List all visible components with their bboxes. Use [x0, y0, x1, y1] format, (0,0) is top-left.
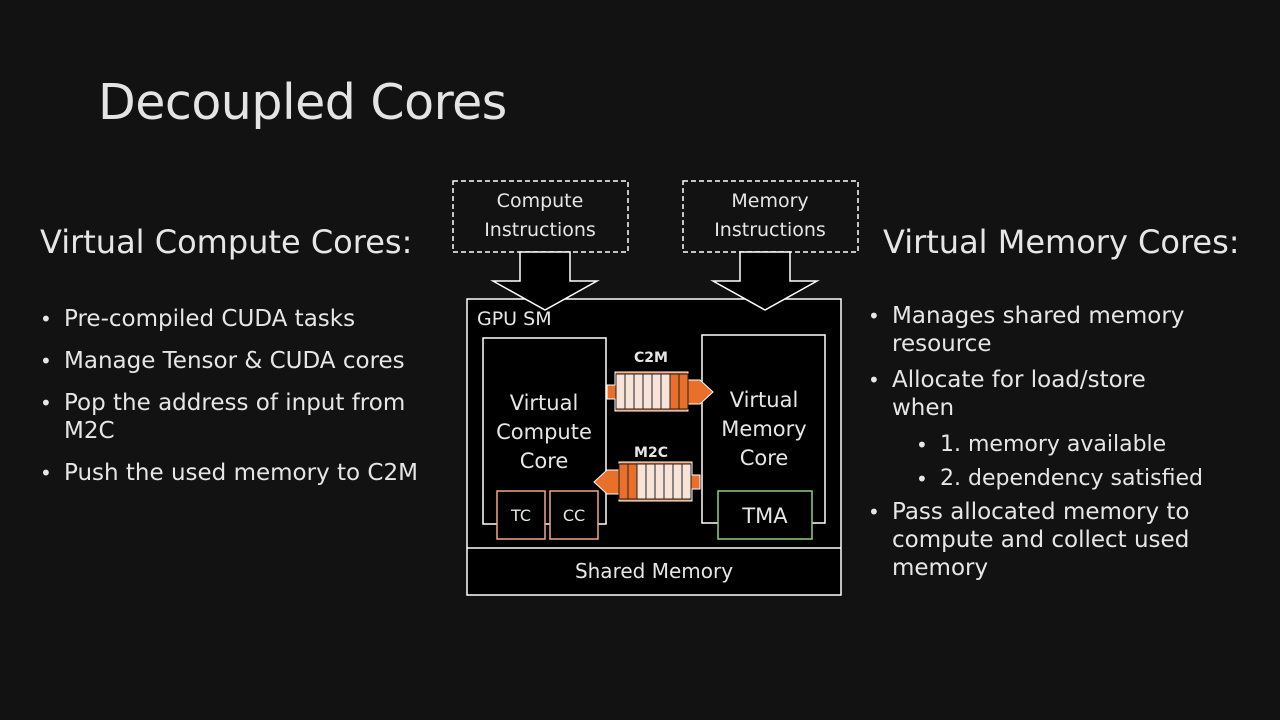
c2m-queue-slot: [678, 373, 689, 410]
compute-instructions-line2: Instructions: [484, 219, 596, 241]
slide-title: Decoupled Cores: [98, 74, 507, 131]
virtual-compute-core-line2: Compute: [496, 420, 592, 444]
tensor-core-box: [496, 490, 546, 540]
m2c-queue-slot: [636, 463, 647, 500]
memory-instructions-line2: Instructions: [714, 219, 826, 241]
compute-cores-heading: Virtual Compute Cores:: [40, 223, 413, 261]
m2c-queue-slot: [654, 463, 665, 500]
cuda-core-box: [549, 490, 599, 540]
memory-cores-list: Manages shared memory resource Allocate …: [868, 302, 1208, 590]
gpu-sm-box: [466, 298, 842, 596]
memory-instructions-line1: Memory: [731, 190, 808, 212]
c2m-queue-slot: [615, 373, 626, 410]
c2m-queue: [606, 371, 714, 412]
list-item: Manages shared memory resource: [868, 302, 1208, 358]
virtual-memory-core-line1: Virtual: [730, 388, 799, 412]
shared-memory-label: Shared Memory: [575, 559, 733, 583]
list-item: Pop the address of input from M2C: [40, 389, 420, 445]
list-subitem: 2. dependency satisfied: [916, 464, 1208, 494]
m2c-queue-slot: [618, 463, 629, 500]
c2m-queue-slot: [660, 373, 671, 410]
compute-down-arrow: [490, 251, 600, 311]
gpu-sm-label: GPU SM: [477, 308, 552, 330]
virtual-compute-core-line3: Core: [520, 449, 569, 473]
m2c-queue-slot: [627, 463, 638, 500]
list-subitem: 1. memory available: [916, 430, 1208, 460]
m2c-queue: [593, 461, 701, 502]
virtual-compute-core-line1: Virtual: [510, 391, 579, 415]
m2c-queue-slot: [663, 463, 674, 500]
c2m-queue-slot: [651, 373, 662, 410]
tma-label: TMA: [741, 504, 788, 528]
compute-instructions-line1: Compute: [497, 190, 584, 212]
tma-box: [717, 490, 813, 540]
tc-label: TC: [510, 506, 531, 525]
m2c-queue-slot: [672, 463, 683, 500]
memory-cores-heading: Virtual Memory Cores:: [883, 223, 1240, 261]
virtual-memory-core-line2: Memory: [721, 417, 806, 441]
c2m-queue-slot: [624, 373, 635, 410]
memory-down-arrow: [710, 251, 820, 311]
c2m-label: C2M: [634, 350, 668, 366]
c2m-queue-slot: [669, 373, 680, 410]
list-item: Push the used memory to C2M: [40, 459, 420, 487]
c2m-queue-slot: [642, 373, 653, 410]
memory-instructions-box: [682, 180, 859, 253]
list-item: Manage Tensor & CUDA cores: [40, 347, 420, 375]
m2c-queue-slot: [645, 463, 656, 500]
cc-label: CC: [563, 506, 585, 525]
compute-cores-list: Pre-compiled CUDA tasks Manage Tensor & …: [40, 305, 420, 501]
m2c-label: M2C: [634, 445, 668, 461]
c2m-queue-slot: [633, 373, 644, 410]
list-item: Allocate for load/store when: [868, 366, 1208, 422]
virtual-memory-core-line3: Core: [740, 446, 789, 470]
m2c-queue-slot: [681, 463, 692, 500]
list-item: Pass allocated memory to compute and col…: [868, 498, 1208, 582]
list-item: Pre-compiled CUDA tasks: [40, 305, 420, 333]
compute-instructions-box: [452, 180, 629, 253]
